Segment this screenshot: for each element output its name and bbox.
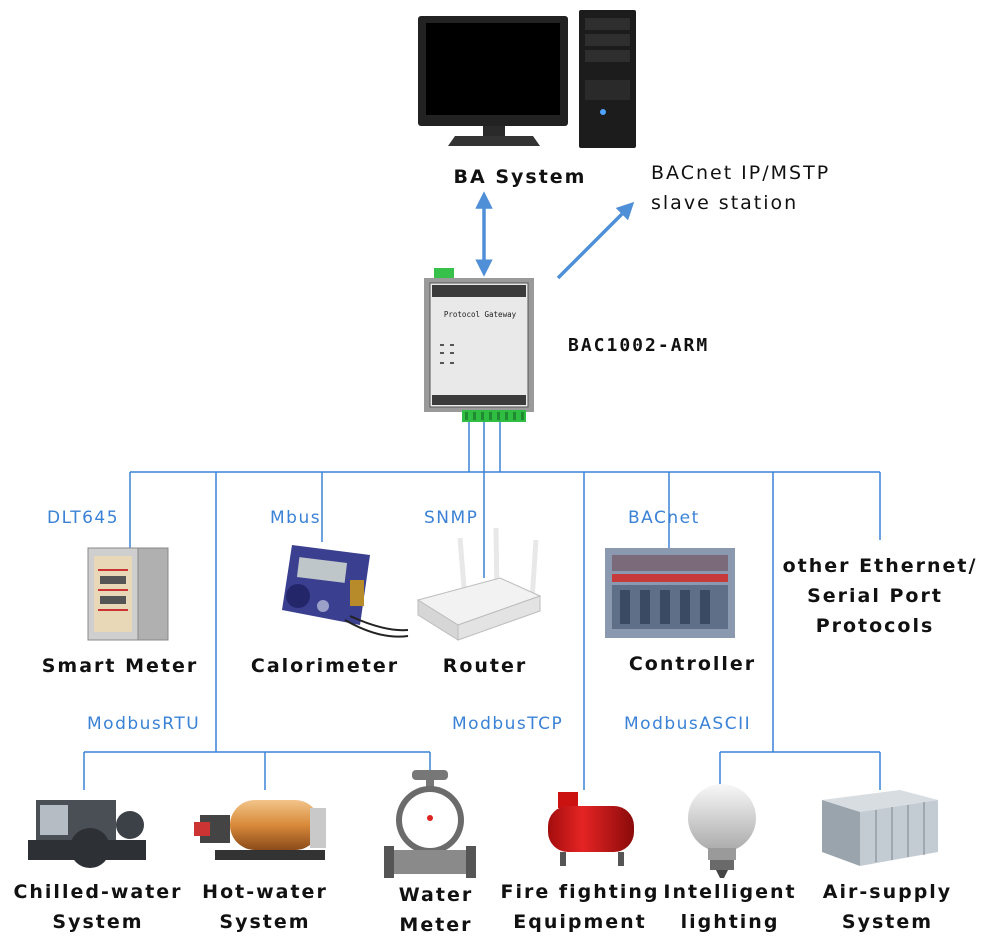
water-meter-icon [384, 770, 476, 878]
label-lighting-line2: lighting [680, 911, 780, 933]
gateway-icon [424, 268, 534, 422]
label-air-supply-line2: System [841, 911, 934, 933]
label-router: Router [442, 655, 528, 677]
label-water-meter-line1: Water [398, 884, 474, 906]
computer-icon [418, 10, 636, 148]
protocol-mbus: Mbus [270, 508, 322, 528]
air-handler-icon [822, 790, 938, 866]
connection-lines [83, 422, 881, 790]
label-water-meter-line2: Meter [399, 914, 473, 936]
label-hot-water-line1: Hot-water [202, 881, 328, 903]
boiler-icon [194, 800, 326, 860]
protocol-bacnet: BACnet [628, 508, 700, 528]
label-other-line2: Serial Port [807, 585, 943, 607]
router-icon [416, 527, 542, 641]
label-calorimeter: Calorimeter [250, 655, 400, 677]
cabinet-icon [87, 547, 169, 641]
fire-tank-icon [548, 792, 634, 866]
protocol-dlt645: DLT645 [47, 508, 120, 528]
protocol-modbus-ascii: ModbusASCII [624, 714, 752, 734]
protocol-snmp: SNMP [424, 508, 479, 528]
connection-arrows [475, 191, 635, 280]
label-controller: Controller [628, 653, 757, 675]
label-chilled-water-line2: System [52, 911, 144, 933]
slave-station-arrow [556, 201, 635, 280]
label-fire-fighting-line1: Fire fighting [500, 881, 660, 903]
gateway-screen-label: Protocol Gateway [443, 310, 517, 319]
bulb-icon [688, 784, 756, 878]
label-ba-system: BA System [453, 166, 587, 188]
label-slave-station-line1: BACnet IP/MSTP [651, 162, 831, 184]
label-other-line1: other Ethernet/ [782, 555, 978, 577]
label-fire-fighting-line2: Equipment [513, 911, 647, 933]
chiller-icon [28, 800, 146, 868]
label-other-line3: Protocols [815, 615, 935, 637]
protocol-modbus-rtu: ModbusRTU [87, 714, 201, 734]
label-gateway-model: BAC1002-ARM [568, 335, 710, 356]
label-air-supply-line1: Air-supply [822, 881, 953, 903]
label-slave-station-line2: slave station [651, 192, 799, 214]
label-lighting-line1: Intelligent [663, 881, 797, 903]
label-smart-meter: Smart Meter [41, 655, 199, 677]
heat-meter-icon [282, 545, 409, 638]
label-chilled-water-line1: Chilled-water [13, 881, 183, 903]
label-hot-water-line2: System [219, 911, 311, 933]
plc-icon [605, 548, 735, 638]
protocol-modbus-tcp: ModbusTCP [452, 714, 564, 734]
